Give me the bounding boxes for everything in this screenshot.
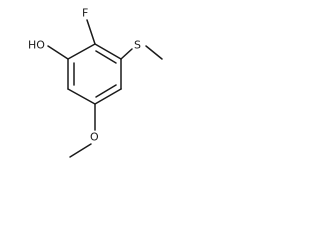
- double-bond-inner-c1-c2: [95, 50, 117, 64]
- bond-c2-s: [120, 48, 133, 60]
- sulfur-label: S: [134, 39, 141, 52]
- molecule-diagram: F HO S O: [28, 7, 163, 158]
- ring-bond-c4-c5: [67, 88, 96, 105]
- hydroxyl-label: HO: [28, 39, 45, 52]
- bond-c1-f: [86, 19, 96, 45]
- fluorine-label: F: [82, 7, 88, 20]
- bond-s-methyl: [145, 45, 163, 60]
- double-bond-inner-c3-c4: [95, 84, 117, 98]
- bond-c6-oh: [47, 45, 69, 60]
- structure-canvas: F HO S O: [0, 0, 195, 193]
- ring-bond-c1-c2: [94, 43, 122, 60]
- oxygen-label: O: [90, 131, 99, 144]
- bond-o-methyl: [69, 143, 92, 158]
- ring-bond-c3-c4: [94, 88, 122, 105]
- ring-bond-c6-c1: [67, 43, 96, 60]
